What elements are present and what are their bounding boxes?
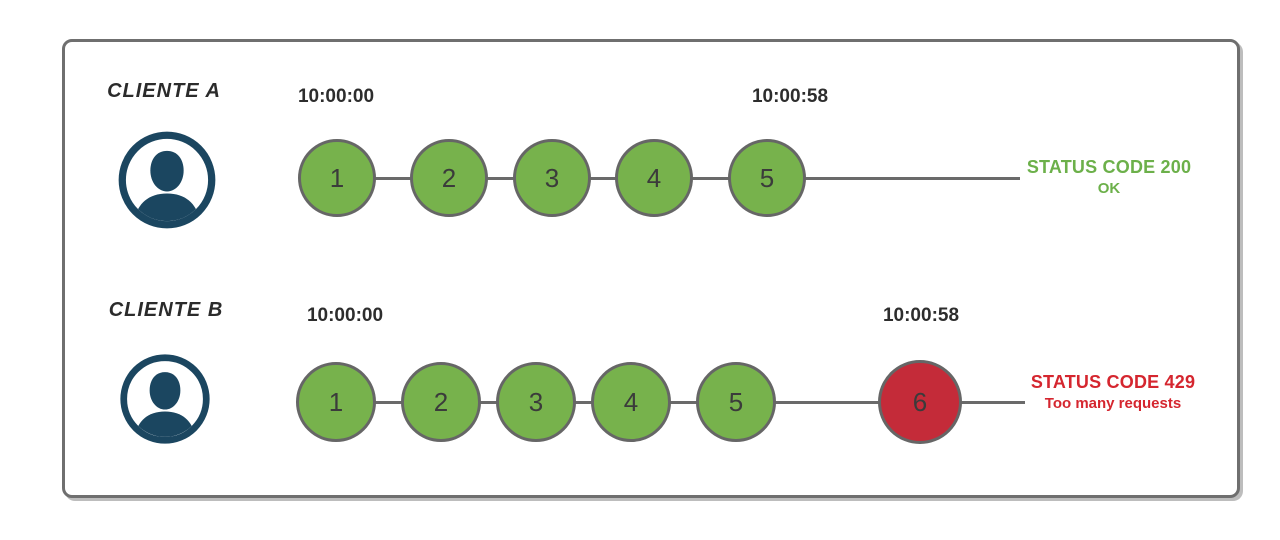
diagram-frame bbox=[62, 39, 1240, 498]
